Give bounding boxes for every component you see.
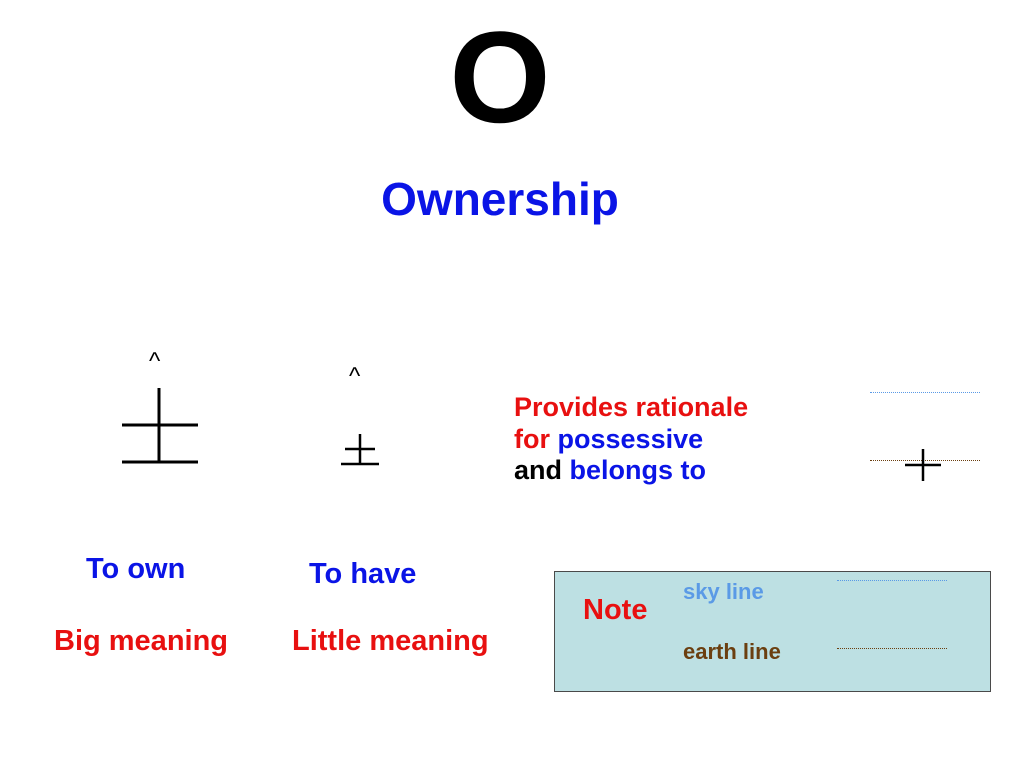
rationale-belongs-to: belongs to [569,455,707,486]
to-own-label: To own [86,553,186,585]
rationale-line-2: for possessive [514,424,748,456]
slide-title: Ownership [381,173,619,225]
sky-line-label: sky line [683,579,764,604]
big-meaning-label: Big meaning [54,625,229,657]
big-letter: O [449,4,551,150]
caret-mark-own: ^ [149,348,161,375]
own-character-icon [122,388,198,464]
rationale-and: and [514,455,563,486]
have-character-icon [341,434,379,466]
rationale-line-3: and belongs to [514,455,748,487]
plus-character-icon [905,449,941,481]
note-title: Note [583,594,648,626]
little-meaning-label: Little meaning [292,625,489,657]
rationale-line-1: Provides rationale [514,392,749,422]
sky-guide-line [870,392,980,393]
to-have-label: To have [309,558,417,590]
note-sky-line [837,580,947,581]
rationale-for: for [514,423,550,454]
earth-guide-line [870,460,980,461]
note-earth-line [837,648,947,649]
caret-mark-have: ^ [349,363,361,390]
note-box: Note sky line earth line [554,571,991,692]
rationale-possessive: possessive [557,423,704,454]
earth-line-label: earth line [683,639,781,664]
rationale-text: Provides rationale for possessive and be… [514,392,748,487]
